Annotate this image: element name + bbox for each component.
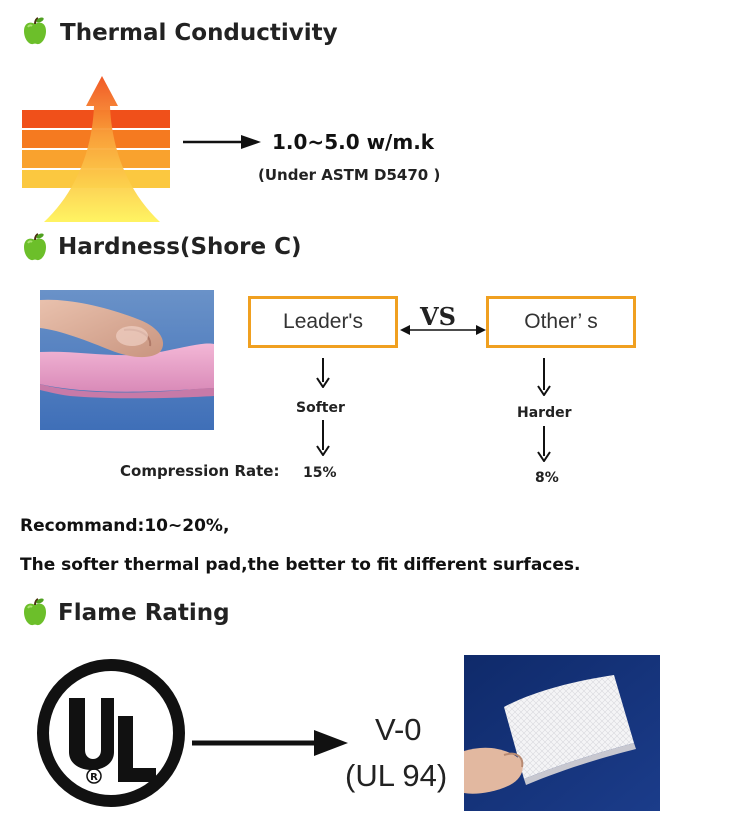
arrow-down-icon: [315, 420, 331, 457]
compression-rate-label: Compression Rate:: [120, 462, 280, 480]
leader-rate: 15%: [303, 465, 337, 481]
other-box: Other’ s: [486, 296, 636, 348]
thermal-conductivity-heading: Thermal Conductivity: [60, 20, 338, 46]
flame-rating-standard: (UL 94): [345, 758, 448, 793]
leader-hardness: Softer: [296, 400, 345, 416]
leader-label: Leader's: [283, 310, 363, 333]
flame-rating-heading: Flame Rating: [58, 600, 230, 626]
arrow-down-icon: [536, 358, 552, 397]
other-hardness: Harder: [517, 405, 572, 421]
heat-transfer-graphic: [22, 76, 170, 222]
arrow-right-icon: [192, 728, 350, 758]
thermal-value: 1.0~5.0 w/m.k: [272, 130, 435, 154]
vs-label: VS: [420, 302, 456, 331]
thermal-pad-photo: [464, 655, 660, 811]
softer-note-text: The softer thermal pad,the better to fit…: [20, 555, 581, 575]
flame-rating-value: V-0: [375, 712, 422, 747]
arrow-down-icon: [315, 358, 331, 389]
hardness-heading: Hardness(Shore C): [58, 234, 302, 260]
apple-bullet-icon: [22, 16, 48, 46]
apple-bullet-icon: [22, 232, 48, 262]
arrow-down-icon: [536, 426, 552, 463]
other-label: Other’ s: [524, 310, 598, 333]
apple-bullet-icon: [22, 597, 48, 627]
svg-text:R: R: [90, 772, 98, 783]
thermal-standard: (Under ASTM D5470 ): [258, 166, 441, 184]
arrow-right-icon: [183, 132, 263, 152]
ul-logo: R: [36, 658, 186, 808]
leader-box: Leader's: [248, 296, 398, 348]
double-arrow-icon: [400, 322, 486, 338]
other-rate: 8%: [535, 470, 559, 486]
recommend-text: Recommand:10~20%,: [20, 516, 230, 536]
finger-press-photo: [40, 290, 214, 430]
